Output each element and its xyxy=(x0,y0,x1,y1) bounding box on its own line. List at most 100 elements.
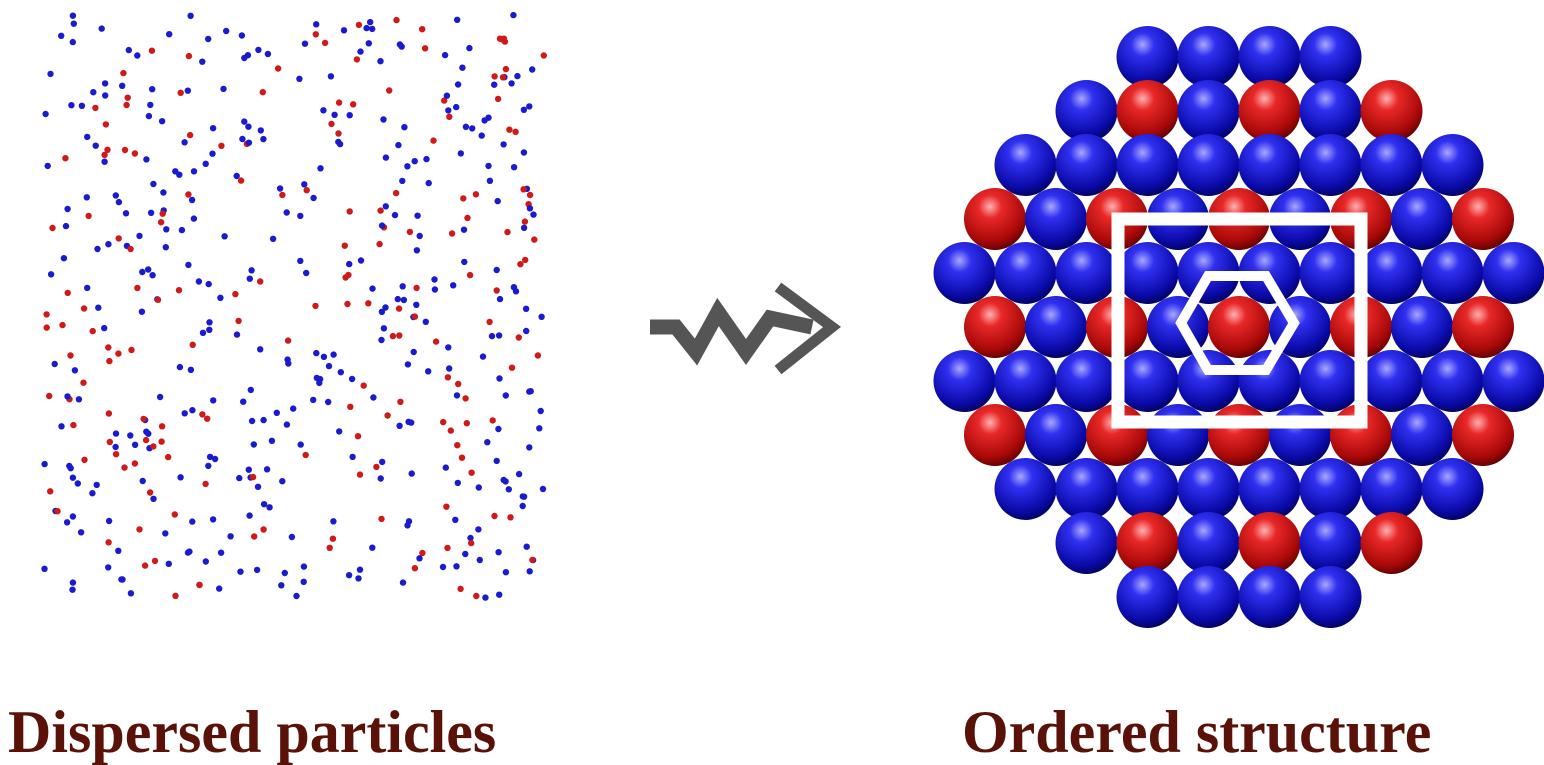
red-particle xyxy=(49,225,55,231)
blue-particle xyxy=(321,354,327,360)
blue-particle xyxy=(45,163,51,169)
red-particle xyxy=(494,287,500,293)
red-particle xyxy=(342,274,348,280)
blue-particle xyxy=(536,425,542,431)
blue-particle xyxy=(106,518,112,524)
blue-particle xyxy=(495,426,501,432)
red-particle xyxy=(535,352,541,358)
blue-particle xyxy=(220,86,226,92)
blue-particle xyxy=(69,587,75,593)
red-particle xyxy=(527,192,533,198)
red-particle xyxy=(509,365,515,371)
blue-particle xyxy=(446,365,452,371)
blue-particle xyxy=(58,423,64,429)
red-particle xyxy=(443,504,449,510)
blue-particle xyxy=(254,567,260,573)
ordered-structure-panel xyxy=(934,26,1544,628)
red-particle xyxy=(522,257,528,263)
red-particle xyxy=(285,337,291,343)
blue-particle xyxy=(293,593,299,599)
blue-particle xyxy=(411,349,417,355)
blue-particle xyxy=(139,309,145,315)
blue-particle xyxy=(188,367,194,373)
blue-particle xyxy=(523,306,529,312)
blue-sphere xyxy=(1178,458,1240,520)
blue-particle xyxy=(524,544,530,550)
blue-particle xyxy=(172,168,178,174)
blue-particle xyxy=(355,575,361,581)
blue-particle xyxy=(297,213,303,219)
blue-particle xyxy=(520,503,526,509)
blue-particle xyxy=(301,579,307,585)
blue-particle xyxy=(210,516,216,522)
red-particle xyxy=(313,31,319,37)
blue-particle xyxy=(301,181,307,187)
red-sphere xyxy=(1452,404,1514,466)
blue-particle xyxy=(399,43,405,49)
blue-particle xyxy=(330,351,336,357)
red-particle xyxy=(107,439,113,445)
blue-particle xyxy=(496,332,502,338)
red-particle xyxy=(260,89,266,95)
red-particle xyxy=(491,73,497,79)
red-particle xyxy=(204,416,210,422)
blue-particle xyxy=(458,150,464,156)
red-particle xyxy=(70,422,76,428)
blue-particle xyxy=(140,478,146,484)
blue-sphere xyxy=(1300,512,1362,574)
red-particle xyxy=(92,105,98,111)
blue-particle xyxy=(143,156,149,162)
blue-sphere xyxy=(995,134,1057,196)
blue-particle xyxy=(200,330,206,336)
blue-particle xyxy=(401,297,407,303)
blue-particle xyxy=(442,52,448,58)
blue-sphere xyxy=(1361,350,1423,412)
blue-particle xyxy=(357,48,363,54)
blue-sphere xyxy=(995,350,1057,412)
blue-particle xyxy=(396,423,402,429)
red-particle xyxy=(361,382,367,388)
blue-particle xyxy=(526,103,532,109)
blue-particle xyxy=(500,141,506,147)
red-particle xyxy=(336,99,342,105)
blue-particle xyxy=(296,76,302,82)
red-particle xyxy=(132,150,138,156)
blue-particle xyxy=(146,113,152,119)
red-particle xyxy=(312,303,318,309)
blue-particle xyxy=(70,475,76,481)
blue-particle xyxy=(432,286,438,292)
blue-particle xyxy=(84,134,90,140)
blue-particle xyxy=(248,267,254,273)
red-particle xyxy=(522,218,528,224)
blue-sphere xyxy=(1239,26,1301,88)
blue-particle xyxy=(379,222,385,228)
blue-particle xyxy=(189,518,195,524)
blue-particle xyxy=(313,21,319,27)
blue-particle xyxy=(245,124,251,130)
red-particle xyxy=(517,261,523,267)
blue-particle xyxy=(523,328,529,334)
blue-particle xyxy=(145,266,151,272)
red-particle xyxy=(147,489,153,495)
blue-particle xyxy=(102,80,108,86)
blue-particle xyxy=(408,419,414,425)
blue-particle xyxy=(378,475,384,481)
blue-particle xyxy=(496,375,502,381)
blue-particle xyxy=(221,233,227,239)
blue-particle xyxy=(181,139,187,145)
blue-particle xyxy=(41,461,47,467)
red-particle xyxy=(462,395,468,401)
blue-particle xyxy=(94,246,100,252)
blue-particle xyxy=(157,394,163,400)
red-particle xyxy=(473,191,479,197)
blue-particle xyxy=(187,13,193,19)
blue-particle xyxy=(383,154,389,160)
blue-particle xyxy=(166,31,172,37)
red-particle xyxy=(529,557,535,563)
blue-particle xyxy=(217,295,223,301)
blue-particle xyxy=(369,26,375,32)
red-particle xyxy=(531,236,537,242)
blue-particle xyxy=(503,392,509,398)
red-particle xyxy=(393,17,399,23)
blue-sphere xyxy=(1117,242,1179,304)
